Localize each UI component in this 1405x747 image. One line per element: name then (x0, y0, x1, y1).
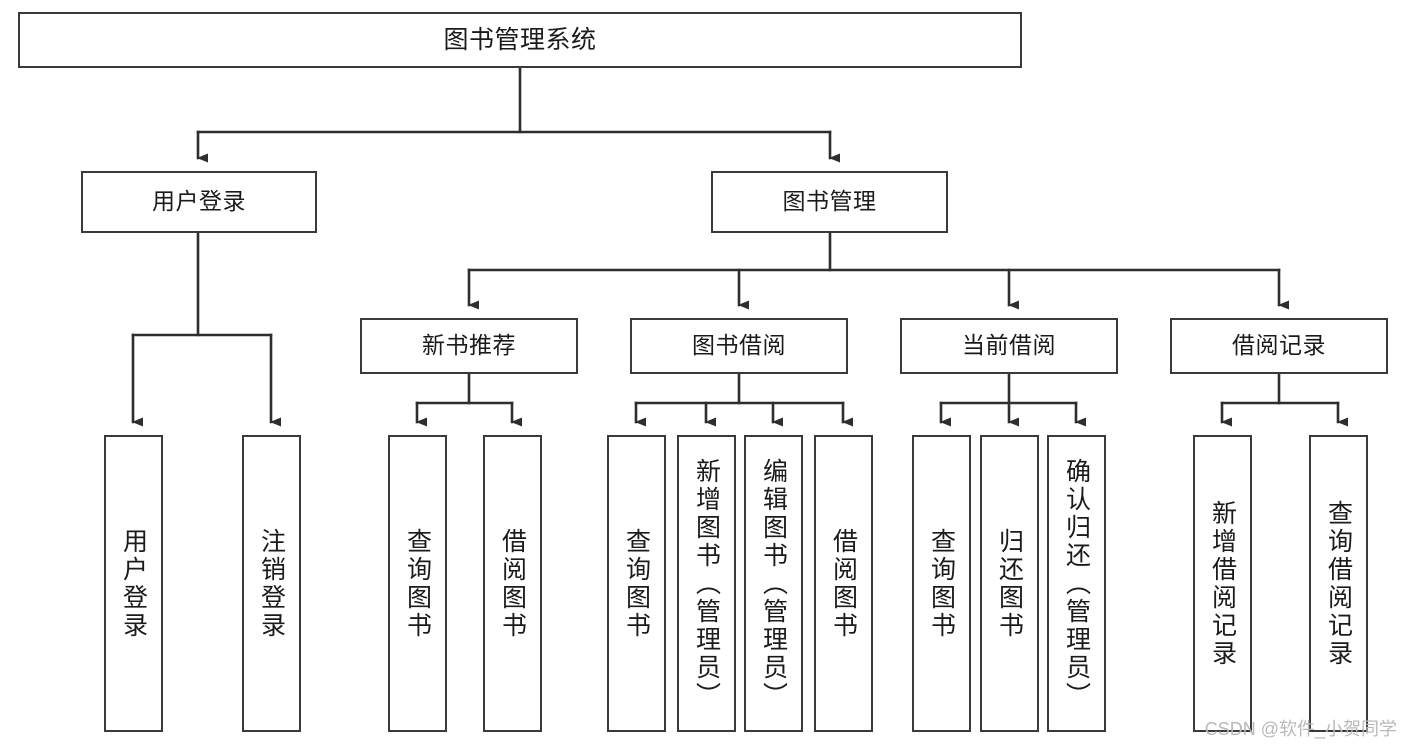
node-current-borrow[interactable]: 当前借阅 (900, 318, 1118, 374)
node-label: 当前借阅 (962, 332, 1056, 359)
leaf-query-borrow-record[interactable]: 查询借阅记录 (1309, 435, 1368, 732)
node-label: 用户登录 (152, 188, 246, 215)
node-label: 图书管理系统 (443, 26, 597, 54)
node-label: 借阅图书 (829, 527, 858, 640)
leaf-user-login[interactable]: 用户登录 (104, 435, 163, 732)
node-book-management[interactable]: 图书管理 (711, 171, 948, 233)
node-label: 确认归还（管理员） (1062, 457, 1091, 710)
node-label: 编辑图书（管理员） (759, 457, 788, 710)
node-new-book-recommend[interactable]: 新书推荐 (360, 318, 578, 374)
leaf-add-borrow-record[interactable]: 新增借阅记录 (1193, 435, 1252, 732)
leaf-add-book-admin[interactable]: 新增图书（管理员） (677, 435, 736, 732)
node-label: 查询借阅记录 (1324, 499, 1353, 668)
node-label: 新增图书（管理员） (692, 457, 721, 710)
node-user-login[interactable]: 用户登录 (81, 171, 317, 233)
node-label: 查询图书 (403, 527, 432, 640)
leaf-borrow-book-recommend[interactable]: 借阅图书 (483, 435, 542, 732)
leaf-borrow-book[interactable]: 借阅图书 (814, 435, 873, 732)
node-label: 图书借阅 (692, 332, 786, 359)
node-label: 用户登录 (119, 527, 148, 640)
node-label: 查询图书 (622, 527, 651, 640)
leaf-query-book-borrow[interactable]: 查询图书 (607, 435, 666, 732)
node-label: 新书推荐 (422, 332, 516, 359)
node-borrow-records[interactable]: 借阅记录 (1170, 318, 1388, 374)
node-label: 图书管理 (782, 188, 877, 215)
leaf-logout[interactable]: 注销登录 (242, 435, 301, 732)
node-book-borrow[interactable]: 图书借阅 (630, 318, 848, 374)
node-label: 注销登录 (257, 527, 286, 640)
leaf-query-book-current[interactable]: 查询图书 (912, 435, 971, 732)
leaf-query-book-recommend[interactable]: 查询图书 (388, 435, 447, 732)
node-label: 借阅记录 (1232, 332, 1326, 359)
node-root-system[interactable]: 图书管理系统 (18, 12, 1022, 68)
leaf-edit-book-admin[interactable]: 编辑图书（管理员） (744, 435, 803, 732)
leaf-confirm-return-admin[interactable]: 确认归还（管理员） (1047, 435, 1106, 732)
node-label: 归还图书 (995, 527, 1024, 640)
leaf-return-book[interactable]: 归还图书 (980, 435, 1039, 732)
node-label: 查询图书 (927, 527, 956, 640)
node-label: 新增借阅记录 (1208, 499, 1237, 668)
node-label: 借阅图书 (498, 527, 527, 640)
